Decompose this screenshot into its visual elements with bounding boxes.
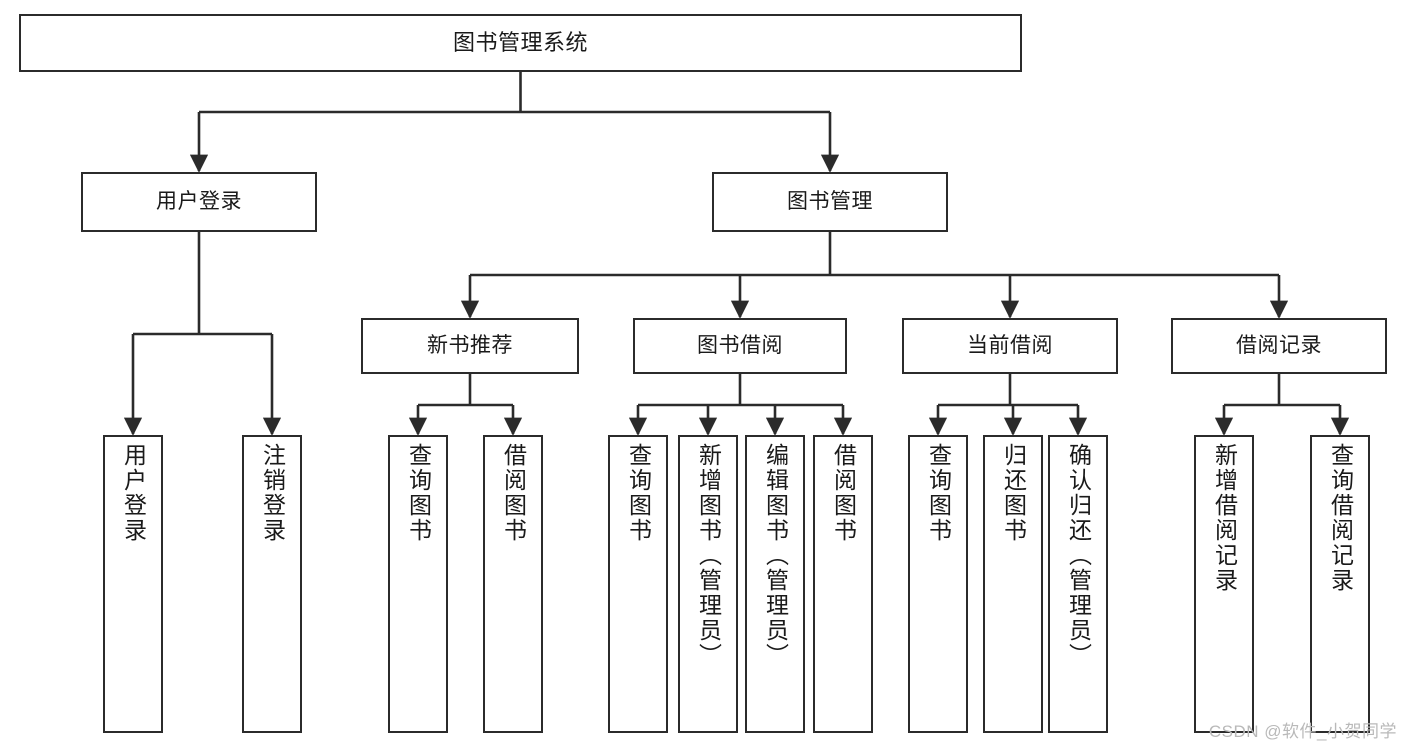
node-label-leaf-cb-query: 查询图书 xyxy=(925,443,952,543)
node-label-leaf-bb-edit: 编辑图书（管理员） xyxy=(762,443,789,668)
node-label-leaf-logout: 注销登录 xyxy=(259,443,286,543)
node-borrow-record: 借阅记录 xyxy=(1171,318,1387,374)
node-label-leaf-br-add: 新增借阅记录 xyxy=(1211,443,1238,593)
node-leaf-bb-query: 查询图书 xyxy=(608,435,668,733)
node-leaf-login: 用户登录 xyxy=(103,435,163,733)
node-label-book-borrow: 图书借阅 xyxy=(697,333,783,357)
node-book-manage: 图书管理 xyxy=(712,172,948,232)
node-label-new-book-rec: 新书推荐 xyxy=(427,333,513,357)
node-leaf-cb-confirm: 确认归还（管理员） xyxy=(1048,435,1108,733)
node-label-leaf-bb-query: 查询图书 xyxy=(625,443,652,543)
node-label-borrow-record: 借阅记录 xyxy=(1236,333,1322,357)
node-label-leaf-cb-return: 归还图书 xyxy=(1000,443,1027,543)
node-label-leaf-login: 用户登录 xyxy=(120,443,147,543)
node-leaf-bb-add: 新增图书（管理员） xyxy=(678,435,738,733)
node-label-user-login: 用户登录 xyxy=(156,189,242,213)
node-leaf-cb-return: 归还图书 xyxy=(983,435,1043,733)
node-leaf-br-add: 新增借阅记录 xyxy=(1194,435,1254,733)
node-label-leaf-bb-add: 新增图书（管理员） xyxy=(695,443,722,668)
node-leaf-rec-borrow: 借阅图书 xyxy=(483,435,543,733)
node-label-book-manage: 图书管理 xyxy=(787,189,873,213)
node-user-login: 用户登录 xyxy=(81,172,317,232)
node-leaf-logout: 注销登录 xyxy=(242,435,302,733)
node-label-leaf-rec-borrow: 借阅图书 xyxy=(500,443,527,543)
node-label-current-borrow: 当前借阅 xyxy=(967,333,1053,357)
node-current-borrow: 当前借阅 xyxy=(902,318,1118,374)
node-label-root: 图书管理系统 xyxy=(452,29,588,55)
node-leaf-br-query: 查询借阅记录 xyxy=(1310,435,1370,733)
node-label-leaf-rec-query: 查询图书 xyxy=(405,443,432,543)
node-label-leaf-cb-confirm: 确认归还（管理员） xyxy=(1065,443,1092,668)
node-leaf-bb-borrow: 借阅图书 xyxy=(813,435,873,733)
node-label-leaf-br-query: 查询借阅记录 xyxy=(1327,443,1354,593)
node-leaf-cb-query: 查询图书 xyxy=(908,435,968,733)
node-leaf-bb-edit: 编辑图书（管理员） xyxy=(745,435,805,733)
node-label-leaf-bb-borrow: 借阅图书 xyxy=(830,443,857,543)
node-root: 图书管理系统 xyxy=(19,14,1022,72)
node-leaf-rec-query: 查询图书 xyxy=(388,435,448,733)
watermark: CSDN @软件_小贺同学 xyxy=(1208,722,1397,741)
node-new-book-rec: 新书推荐 xyxy=(361,318,579,374)
node-book-borrow: 图书借阅 xyxy=(633,318,847,374)
